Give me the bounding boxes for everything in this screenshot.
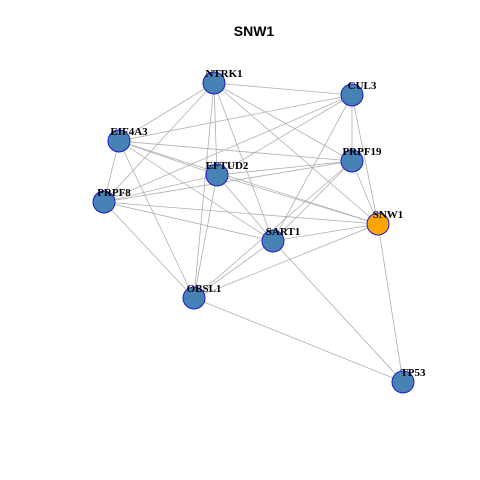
node-label-obsl1: OBSL1 [187, 283, 222, 295]
edge-obsl1-tp53 [193, 297, 404, 383]
edge-eftud2-snw1 [216, 174, 379, 225]
node-tp53[interactable] [391, 370, 415, 394]
edge-prpf19-prpf8 [103, 160, 353, 203]
node-label-snw1: SNW1 [373, 209, 404, 221]
edge-ntrk1-snw1 [213, 82, 379, 225]
edge-prpf8-snw1 [103, 201, 379, 225]
edge-eftud2-sart1 [216, 174, 274, 242]
node-label-prpf8: PRPF8 [97, 187, 131, 199]
node-obsl1[interactable] [182, 286, 206, 310]
edge-snw1-tp53 [377, 223, 404, 383]
edge-ntrk1-prpf19 [213, 82, 353, 162]
edges-layer [103, 82, 404, 383]
node-label-ntrk1: NTRK1 [205, 68, 242, 80]
edge-eif4a3-sart1 [118, 140, 274, 242]
edge-ntrk1-cul3 [213, 82, 353, 96]
edge-cul3-eif4a3 [118, 94, 353, 142]
edge-eif4a3-snw1 [118, 140, 379, 225]
edge-eftud2-prpf8 [103, 174, 218, 203]
node-ntrk1[interactable] [202, 71, 226, 95]
edge-ntrk1-obsl1 [193, 82, 215, 299]
edge-snw1-sart1 [272, 223, 379, 242]
node-sart1[interactable] [261, 229, 285, 253]
node-label-eftud2: EFTUD2 [206, 160, 249, 172]
edge-prpf19-sart1 [272, 160, 353, 242]
edge-eif4a3-obsl1 [118, 140, 195, 299]
edge-cul3-snw1 [351, 94, 379, 225]
node-label-tp53: TP53 [400, 367, 426, 379]
node-label-eif4a3: EIF4A3 [110, 126, 148, 138]
edge-ntrk1-eftud2 [213, 82, 218, 176]
nodes-layer [92, 71, 415, 394]
node-label-prpf19: PRPF19 [342, 146, 382, 158]
edge-eif4a3-prpf19 [118, 140, 353, 162]
edge-snw1-obsl1 [193, 223, 379, 299]
node-label-cul3: CUL3 [348, 80, 377, 92]
node-snw1[interactable] [366, 212, 390, 236]
node-prpf19[interactable] [340, 149, 364, 173]
edge-cul3-eftud2 [216, 94, 353, 176]
edge-sart1-obsl1 [193, 240, 274, 299]
edge-ntrk1-eif4a3 [118, 82, 215, 142]
node-cul3[interactable] [340, 83, 364, 107]
edge-prpf19-eftud2 [216, 160, 353, 176]
node-eif4a3[interactable] [107, 129, 131, 153]
labels-layer: NTRK1CUL3EIF4A3PRPF19EFTUD2PRPF8SNW1SART… [97, 68, 426, 379]
edge-eif4a3-eftud2 [118, 140, 218, 176]
edge-cul3-prpf8 [103, 94, 353, 203]
node-eftud2[interactable] [205, 163, 229, 187]
node-label-sart1: SART1 [266, 226, 300, 238]
edge-sart1-tp53 [272, 240, 404, 383]
edge-prpf8-sart1 [103, 201, 274, 242]
node-prpf8[interactable] [92, 190, 116, 214]
edge-eftud2-obsl1 [193, 174, 218, 299]
edge-prpf8-obsl1 [103, 201, 195, 299]
graph-title: SNW1 [234, 23, 275, 39]
edge-ntrk1-prpf8 [103, 82, 215, 203]
